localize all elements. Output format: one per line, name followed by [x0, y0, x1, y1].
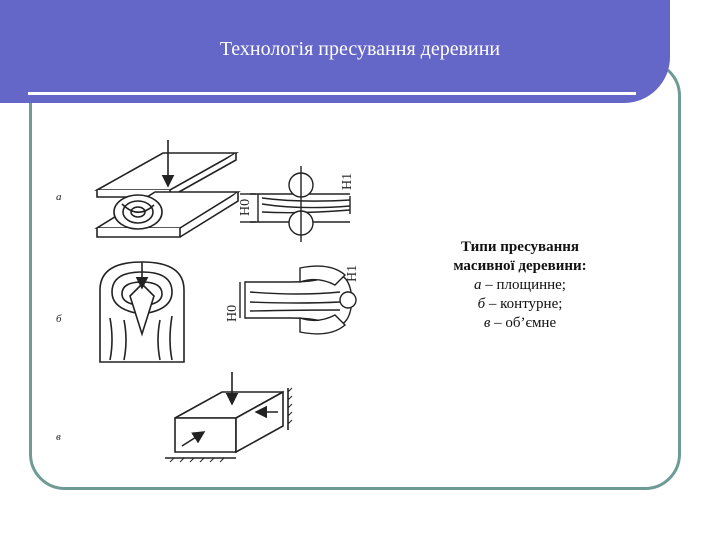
- title-banner: [0, 0, 670, 103]
- caption-heading-line2: масивної деревини:: [453, 258, 587, 274]
- caption-item: б – контурне;: [477, 296, 563, 312]
- panel-c-volumetric-pressing: [165, 372, 289, 459]
- slide-title: Технологія пресування деревини: [219, 38, 501, 60]
- banner-underline: [28, 92, 636, 95]
- panel-a-flat-pressing: [93, 140, 241, 238]
- panel-c-label: в: [56, 431, 61, 443]
- panel-a-thickness-sketch: [240, 166, 351, 242]
- panel-c-hatching: [169, 387, 293, 463]
- caption-block: Типи пресування масивної деревини: а – п…: [382, 238, 658, 333]
- h1-label-a: H1: [340, 173, 355, 190]
- panel-a-label: а: [56, 191, 62, 203]
- caption-item: в – об’ємне: [483, 315, 557, 331]
- caption-heading-line1: Типи пресування: [460, 239, 580, 255]
- panel-b-flare-sketch: [239, 265, 357, 335]
- panel-b-contour-pressing: [99, 261, 185, 363]
- panel-b-label: б: [56, 313, 62, 325]
- h0-label-b: H0: [225, 305, 240, 322]
- h1-label-b: H1: [345, 265, 360, 282]
- caption-item: а – площинне;: [474, 277, 566, 293]
- h0-label-a: H0: [238, 199, 253, 216]
